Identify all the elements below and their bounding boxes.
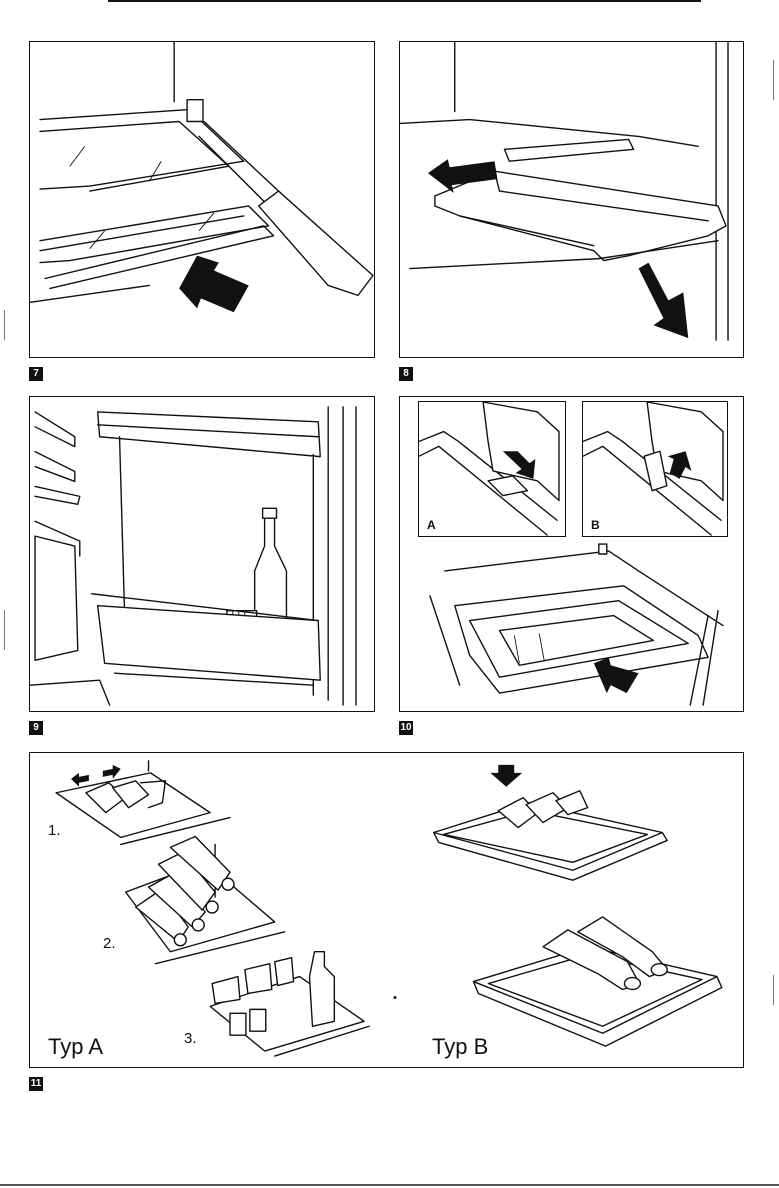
bottle-icon	[255, 514, 287, 625]
typ-a-label: Typ A	[48, 1034, 103, 1060]
typ-b-shelf-drawing	[434, 765, 668, 880]
figure-8-panel	[399, 41, 744, 358]
typ-b-label: Typ B	[432, 1034, 488, 1060]
figure-11-number: 11	[29, 1077, 43, 1091]
pull-down-arrow	[639, 263, 689, 339]
figure-10-number: 10	[399, 721, 413, 735]
figure-10-subpanel-b: B	[582, 401, 728, 537]
top-rule	[108, 0, 701, 2]
left-edge-mark	[4, 610, 5, 650]
figure-9-panel	[29, 396, 375, 712]
bottle-holder-illustration	[30, 753, 743, 1067]
figure-10-panel: A B	[399, 396, 744, 712]
typ-a-step-3-drawing	[210, 952, 369, 1056]
right-edge-mark	[773, 975, 774, 1005]
figure-7-number: 7	[29, 367, 43, 381]
bottle-icon	[309, 952, 334, 1027]
drawer-remove-illustration	[400, 42, 743, 357]
figure-9-number: 9	[29, 721, 43, 735]
right-edge-mark	[773, 60, 774, 100]
typ-a-step-2-drawing	[126, 836, 285, 963]
step-3-label: 3.	[184, 1030, 197, 1047]
figure-7-panel	[29, 41, 375, 358]
typ-a-step-1-drawing	[56, 761, 230, 844]
slide-out-arrow	[594, 657, 639, 693]
figure-10-subpanel-a: A	[418, 401, 566, 537]
shelf-insert-illustration	[30, 42, 374, 357]
subpanel-a-label: A	[427, 518, 436, 532]
typ-b-bottles-drawing	[473, 917, 721, 1046]
subpanel-b-label: B	[591, 518, 600, 532]
door-rack-illustration	[30, 397, 374, 711]
press-down-arrow	[490, 765, 522, 787]
left-edge-mark	[4, 310, 5, 340]
figure-11-panel: 1. 2. 3. Typ A Typ B	[29, 752, 744, 1068]
shelf-clip-b-illustration	[583, 402, 727, 536]
step-2-label: 2.	[103, 935, 116, 952]
figure-8-number: 8	[399, 367, 413, 381]
step-1-label: 1.	[48, 822, 61, 839]
insert-arrow	[179, 256, 249, 313]
bottom-rule	[0, 1184, 779, 1186]
shelf-clip-a-illustration	[419, 402, 565, 536]
